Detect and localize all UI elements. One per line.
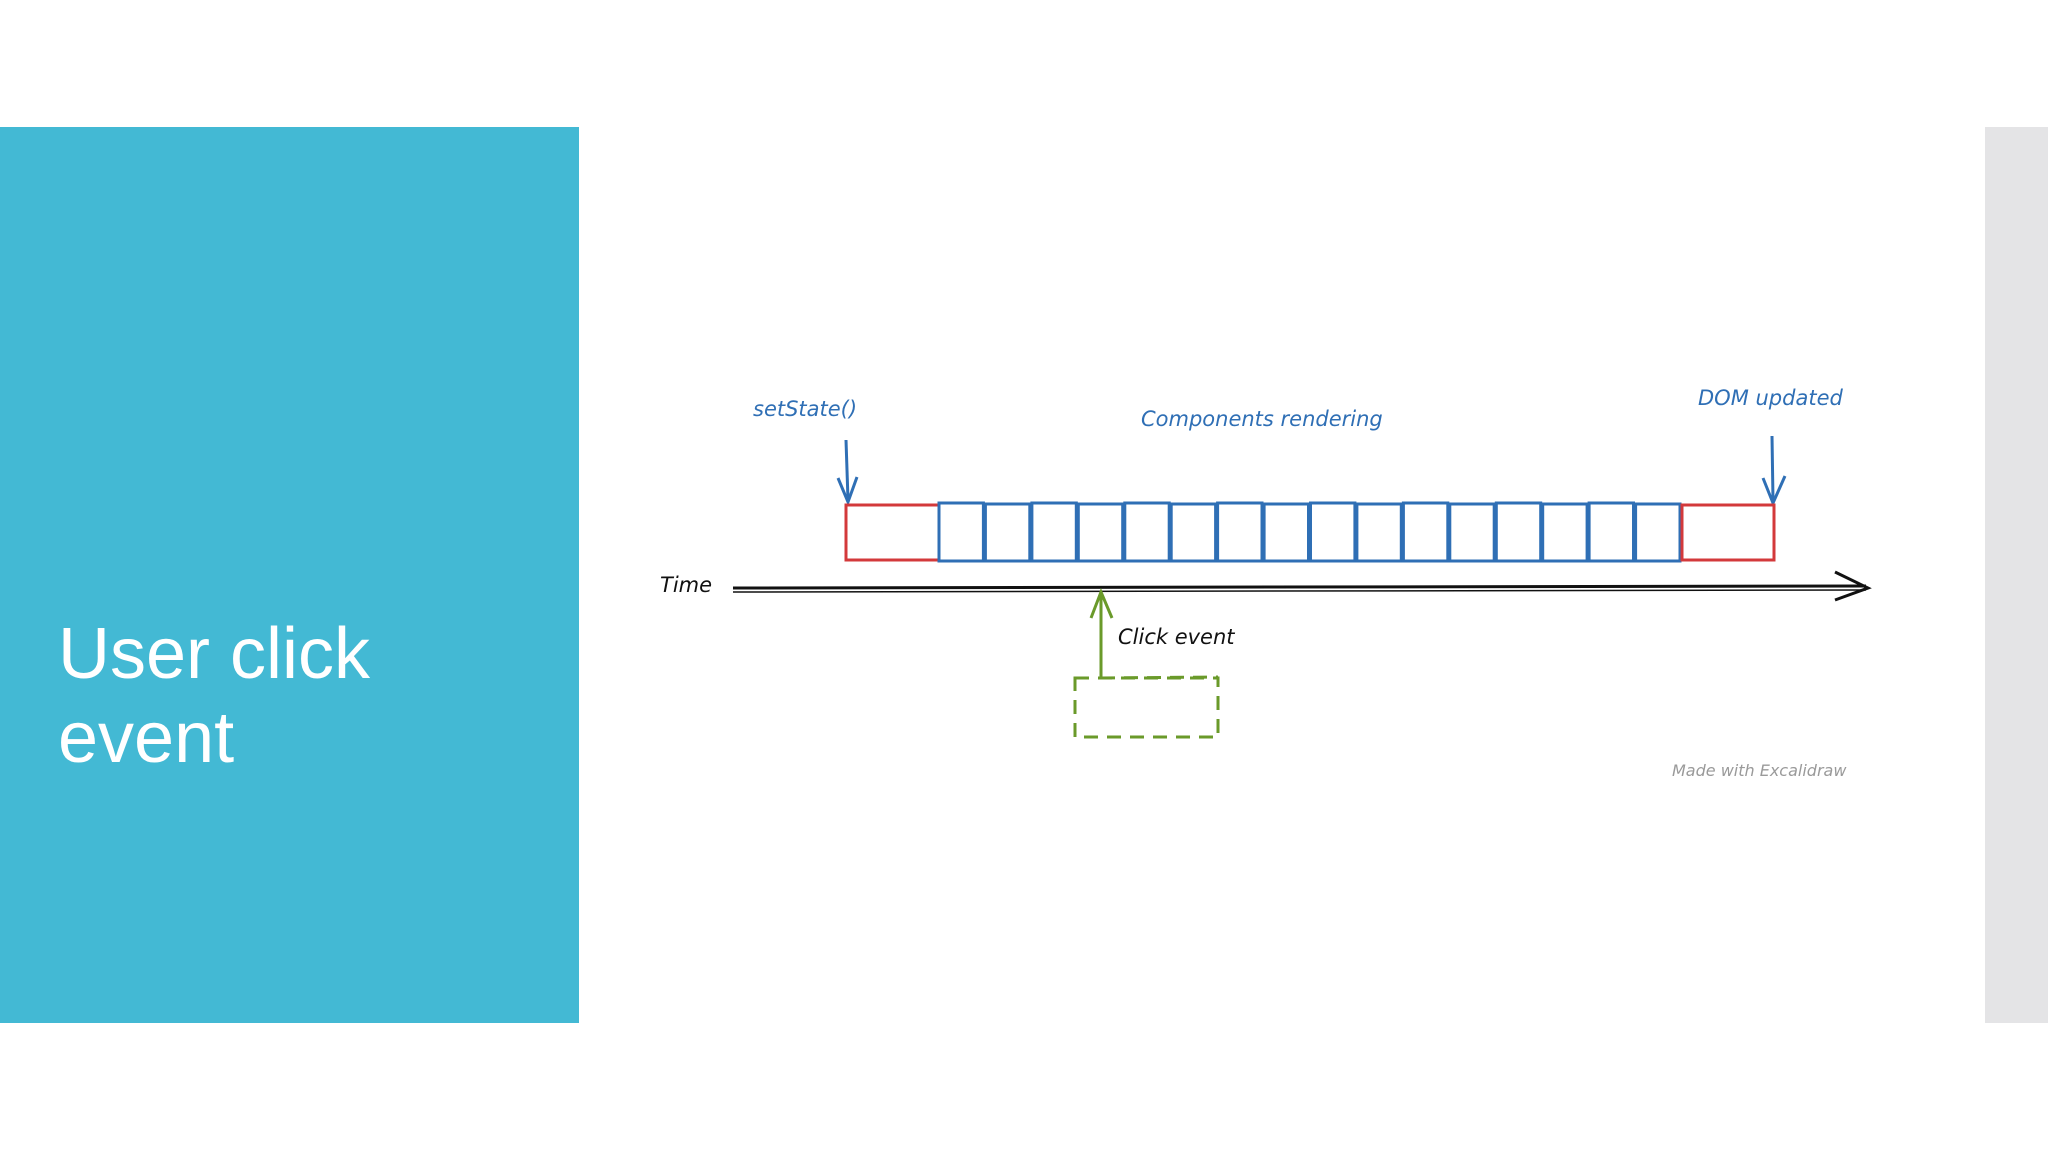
dom-update-block xyxy=(1680,503,1776,562)
render-block xyxy=(937,501,985,563)
render-block xyxy=(1448,502,1496,563)
render-block xyxy=(1587,501,1635,563)
components-rendering-label: Components rendering xyxy=(1141,407,1383,431)
render-block xyxy=(1494,501,1543,563)
dom-updated-arrow xyxy=(1761,435,1787,507)
render-block xyxy=(1076,502,1125,563)
excalidraw-watermark: Made with Excalidraw xyxy=(1672,761,1847,780)
diagram-area xyxy=(579,127,1985,1023)
setstate-arrow xyxy=(836,439,859,507)
setstate-label: setState() xyxy=(753,397,857,421)
title-panel: User click event xyxy=(0,127,579,1023)
render-block xyxy=(1541,502,1589,563)
render-block xyxy=(1216,501,1264,563)
render-block xyxy=(1262,502,1310,563)
render-block xyxy=(983,502,1032,563)
render-block xyxy=(1309,501,1357,563)
render-block xyxy=(1169,502,1218,563)
render-block xyxy=(1123,501,1171,563)
slide-title: User click event xyxy=(58,614,371,778)
click-event-label: Click event xyxy=(1118,625,1235,649)
render-blocks xyxy=(937,501,1682,563)
time-axis xyxy=(732,570,1872,602)
right-edge-strip xyxy=(1985,127,2048,1023)
render-block xyxy=(1401,501,1450,563)
click-event-box xyxy=(1073,676,1220,739)
dom-updated-label: DOM updated xyxy=(1698,386,1843,410)
time-label: Time xyxy=(660,573,712,597)
render-block xyxy=(1355,502,1403,563)
setstate-block xyxy=(844,503,941,562)
render-block xyxy=(1634,502,1682,563)
render-block xyxy=(1030,501,1078,563)
